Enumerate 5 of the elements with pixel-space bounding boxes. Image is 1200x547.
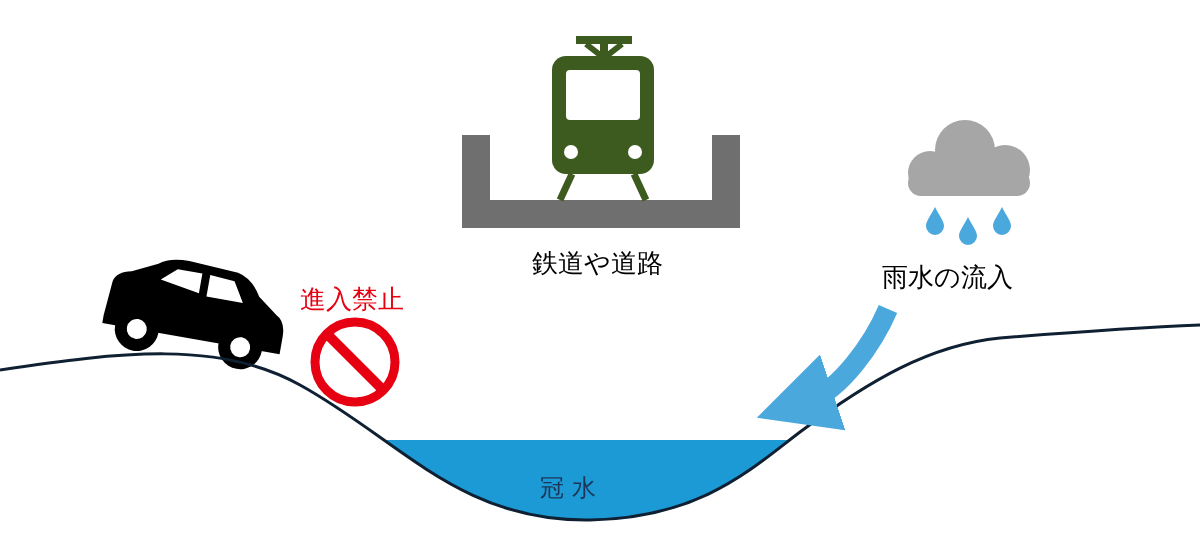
water-label: 冠 水 xyxy=(540,473,596,504)
node-label: 雨水の流入 xyxy=(882,261,1013,294)
warning-label: 進入禁止 xyxy=(300,283,404,316)
caption: 鉄道や道路 xyxy=(532,247,663,280)
arrow xyxy=(758,304,898,428)
